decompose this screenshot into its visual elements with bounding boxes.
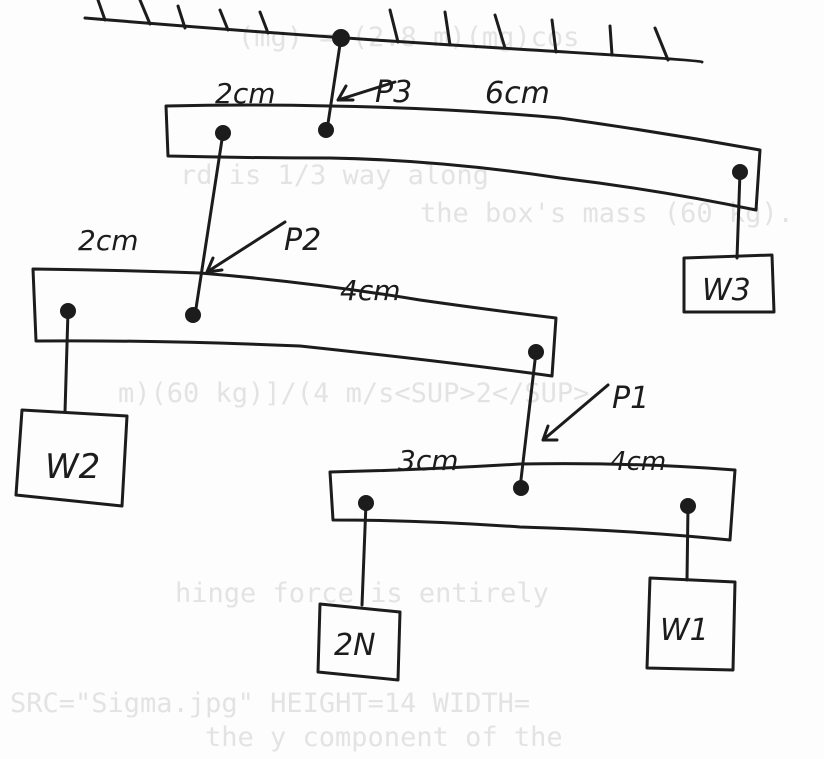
beam3-pivot <box>318 122 334 138</box>
beam1-pivot <box>513 480 529 496</box>
known-weight-label: 2N <box>334 628 376 663</box>
weight-w3 <box>682 253 776 314</box>
p2-label: P2 <box>284 223 321 258</box>
bleed-text: the box's mass (60 kg). <box>420 198 794 229</box>
beam2-pivot <box>185 307 201 323</box>
weight-w1 <box>645 576 737 672</box>
bleed-text: m)(60 kg)]/(4 m/s<SUP>2</SUP> <box>118 378 590 409</box>
beam1-left-length: 3cm <box>398 444 458 477</box>
weight-w2 <box>14 408 129 508</box>
p3-label: P3 <box>375 75 412 110</box>
w1-string <box>685 504 690 582</box>
p1-label: P1 <box>612 381 649 416</box>
w3-label: W3 <box>702 273 751 308</box>
w3-string <box>735 170 742 260</box>
beam-3 <box>164 103 762 212</box>
w2-string <box>63 309 70 414</box>
bleed-text: rd is 1/3 way along <box>180 160 489 191</box>
beam3-right-length: 6cm <box>485 76 550 111</box>
beam2-left-length: 2cm <box>78 224 138 257</box>
beam-2 <box>31 267 558 378</box>
bleed-text: the y component of the <box>205 722 563 753</box>
ceiling <box>83 0 704 64</box>
w2-label: W2 <box>45 447 100 487</box>
bleed-text: SRC="Sigma.jpg" HEIGHT=14 WIDTH= <box>10 688 531 719</box>
p3-string <box>325 36 343 132</box>
beam-1 <box>328 462 737 542</box>
known-weight-string <box>360 501 368 607</box>
p2-arrow <box>205 220 287 274</box>
w1-label: W1 <box>660 613 709 648</box>
beam1-right-length: 4cm <box>610 447 666 477</box>
p3-arrow <box>336 80 397 102</box>
weight-2n <box>316 602 402 682</box>
p1-arrow <box>541 383 610 442</box>
p2-string <box>193 131 225 317</box>
bleed-text: (mg) = (2.8 m)(mg)cos <box>238 22 580 53</box>
